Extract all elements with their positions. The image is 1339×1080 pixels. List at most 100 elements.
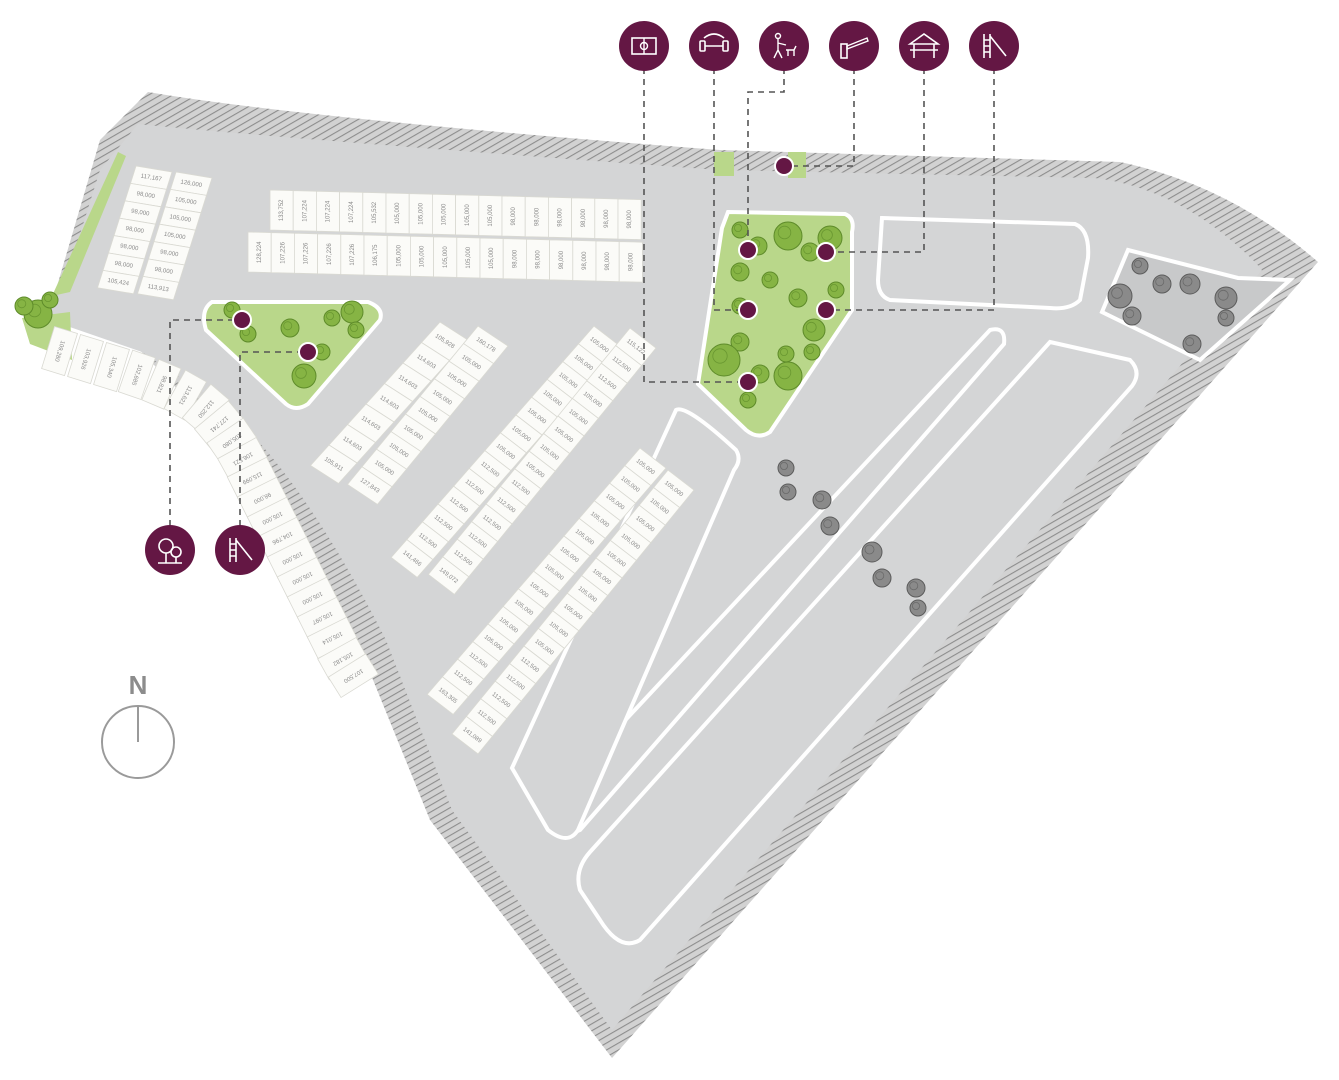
lot-parcel[interactable]: 105,000 bbox=[624, 447, 667, 487]
lot-parcel[interactable]: 105,000 bbox=[571, 380, 614, 419]
lot-parcel[interactable]: 105,000 bbox=[390, 413, 437, 453]
lot-parcel[interactable]: 112,500 bbox=[494, 663, 537, 702]
lot-parcel[interactable]: 105,928 bbox=[420, 321, 469, 362]
lot-parcel[interactable]: 107,226 bbox=[317, 233, 342, 275]
amenity-button-gazebo[interactable] bbox=[899, 21, 949, 71]
lot-parcel[interactable]: 105,000 bbox=[472, 623, 515, 663]
lot-parcel[interactable]: 128,224 bbox=[247, 231, 272, 274]
tree-icon bbox=[1179, 273, 1201, 295]
lot-parcel[interactable]: 105,532 bbox=[362, 191, 387, 234]
lot-parcel[interactable]: 105,000 bbox=[552, 592, 594, 632]
lot-parcel[interactable]: 133,752 bbox=[269, 189, 294, 232]
lot-parcel[interactable]: 98,000 bbox=[617, 198, 642, 241]
lot-parcel[interactable]: 127,843 bbox=[346, 466, 393, 505]
lot-parcel[interactable]: 105,000 bbox=[484, 432, 527, 472]
lot-parcel[interactable]: 98,821 bbox=[141, 358, 182, 410]
lot-area-label: 105,000 bbox=[443, 246, 449, 268]
lot-parcel[interactable]: 107,224 bbox=[315, 190, 340, 233]
amenity-button-access-gate[interactable] bbox=[829, 21, 879, 71]
lot-parcel[interactable]: 105,000 bbox=[409, 235, 434, 278]
lot-parcel[interactable]: 105,000 bbox=[385, 192, 410, 235]
lot-parcel[interactable]: 98,000 bbox=[526, 238, 551, 281]
lot-parcel[interactable]: 98,000 bbox=[501, 195, 526, 238]
lot-parcel[interactable]: 105,014 bbox=[306, 616, 358, 659]
lot-parcel[interactable]: 114,603 bbox=[383, 362, 432, 403]
lot-parcel[interactable]: 105,000 bbox=[537, 610, 580, 649]
lot-parcel[interactable]: 98,000 bbox=[618, 241, 643, 283]
amenity-button-gym[interactable] bbox=[689, 21, 739, 71]
lot-parcel[interactable]: 98,000 bbox=[236, 476, 288, 519]
lot-parcel[interactable]: 141,089 bbox=[451, 715, 493, 755]
amenity-button-playground-slide[interactable] bbox=[215, 525, 265, 575]
lot-parcel[interactable]: 114,603 bbox=[365, 382, 414, 423]
lot-parcel[interactable]: 98,000 bbox=[502, 238, 527, 280]
lot-parcel[interactable]: 105,000 bbox=[593, 482, 637, 522]
lot-parcel[interactable]: 98,000 bbox=[594, 197, 619, 240]
tree-icon bbox=[773, 361, 803, 391]
lot-parcel[interactable]: 115,122 bbox=[615, 327, 657, 367]
lot-parcel[interactable]: 106,175 bbox=[363, 234, 388, 277]
lot-parcel[interactable]: 105,000 bbox=[487, 605, 530, 645]
lot-parcel[interactable]: 105,000 bbox=[578, 500, 621, 539]
lot-parcel[interactable]: 105,000 bbox=[638, 487, 681, 526]
amenity-button-soccer-field[interactable] bbox=[619, 21, 669, 71]
lot-parcel[interactable]: 98,000 bbox=[595, 240, 620, 283]
lot-parcel[interactable]: 105,000 bbox=[433, 236, 458, 278]
lot-parcel[interactable]: 105,000 bbox=[479, 237, 504, 280]
green-strip-west bbox=[52, 152, 126, 296]
lot-parcel[interactable]: 103,926 bbox=[67, 333, 104, 385]
lot-parcel[interactable]: 105,340 bbox=[93, 341, 130, 393]
lot-parcel[interactable]: 105,000 bbox=[543, 415, 585, 455]
lot-parcel[interactable]: 105,000 bbox=[286, 576, 338, 619]
lot-parcel[interactable]: 141,466 bbox=[390, 539, 434, 578]
lot-parcel[interactable]: 112,500 bbox=[471, 503, 513, 543]
lot-parcel[interactable]: 102,685 bbox=[117, 349, 156, 401]
lot-parcel[interactable]: 107,226 bbox=[293, 232, 318, 275]
lot-parcel[interactable]: 105,000 bbox=[408, 193, 433, 235]
lot-parcel[interactable]: 105,000 bbox=[455, 194, 480, 236]
amenity-button-playground-slide[interactable] bbox=[969, 21, 1019, 71]
lot-parcel[interactable]: 105,000 bbox=[581, 557, 623, 597]
lot-parcel[interactable]: 107,224 bbox=[339, 191, 364, 233]
lot-parcel[interactable]: 105,000 bbox=[478, 194, 503, 237]
lot-parcel[interactable]: 105,424 bbox=[96, 269, 140, 295]
lot-parcel[interactable]: 105,000 bbox=[456, 236, 481, 279]
lot-parcel[interactable]: 105,000 bbox=[523, 627, 565, 667]
lot-parcel[interactable]: 105,000 bbox=[386, 235, 411, 277]
lot-parcel[interactable]: 105,911 bbox=[309, 444, 358, 485]
lot-parcel[interactable]: 105,182 bbox=[317, 636, 369, 681]
amenity-button-pet-park[interactable] bbox=[759, 21, 809, 71]
lot-parcel[interactable]: 105,000 bbox=[609, 465, 652, 504]
lot-parcel[interactable]: 105,000 bbox=[609, 522, 652, 561]
lot-strip-west-block-right: 126,000105,000105,000105,00098,00098,000… bbox=[136, 171, 213, 301]
lot-area-label: 105,532 bbox=[372, 201, 378, 223]
lot-parcel[interactable]: 105,000 bbox=[375, 431, 422, 470]
lot-parcel[interactable]: 113,913 bbox=[136, 275, 180, 301]
lot-parcel[interactable]: 149,072 bbox=[427, 556, 470, 595]
lot-parcel[interactable]: 112,500 bbox=[456, 521, 499, 560]
lot-area-label: 105,424 bbox=[107, 278, 130, 288]
lot-parcel[interactable]: 105,000 bbox=[431, 193, 456, 236]
lot-parcel[interactable]: 112,500 bbox=[437, 485, 481, 525]
lot-parcel[interactable]: 113,621 bbox=[163, 369, 208, 421]
lot-parcel[interactable]: 107,224 bbox=[292, 190, 317, 232]
lot-parcel[interactable]: 105,000 bbox=[266, 536, 318, 579]
lot-parcel[interactable]: 105,080 bbox=[206, 417, 258, 464]
lot-parcel[interactable]: 107,226 bbox=[270, 232, 295, 274]
lot-parcel[interactable]: 98,000 bbox=[549, 239, 574, 281]
lot-parcel[interactable]: 98,000 bbox=[572, 239, 597, 282]
lot-parcel[interactable]: 98,000 bbox=[548, 196, 573, 239]
lot-parcel[interactable]: 105,000 bbox=[624, 504, 666, 544]
lot-parcel[interactable]: 107,500 bbox=[327, 653, 379, 699]
lot-parcel[interactable]: 98,000 bbox=[524, 196, 549, 238]
amenity-button-park-trees[interactable] bbox=[145, 525, 195, 575]
lot-parcel[interactable]: 107,226 bbox=[340, 233, 365, 276]
lot-parcel[interactable]: 112,500 bbox=[441, 658, 485, 698]
lot-parcel[interactable]: 109,280 bbox=[41, 325, 78, 377]
lot-parcel[interactable]: 105,000 bbox=[499, 414, 543, 454]
lot-parcel[interactable]: 112,500 bbox=[457, 641, 500, 680]
lot-parcel[interactable]: 98,000 bbox=[571, 197, 596, 239]
lot-parcel[interactable]: 105,000 bbox=[246, 496, 298, 539]
lot-parcel[interactable]: 163,305 bbox=[426, 676, 469, 715]
lot-parcel[interactable]: 105,000 bbox=[361, 448, 408, 488]
